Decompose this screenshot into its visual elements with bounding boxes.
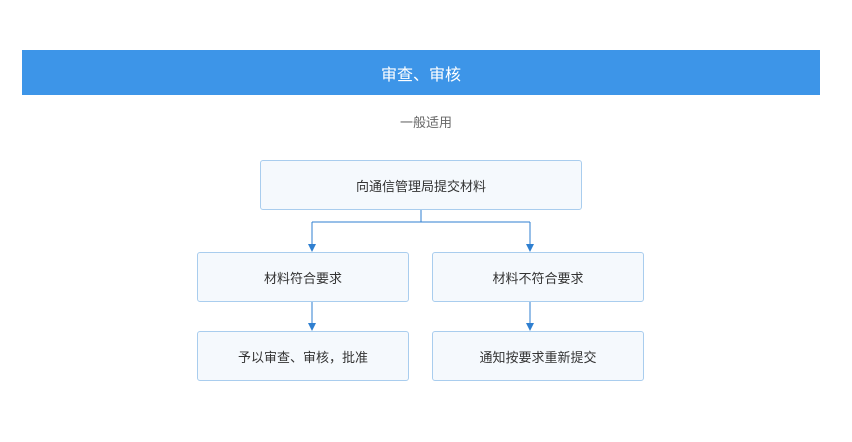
- flow-node-noncompliant: 材料不符合要求: [432, 252, 644, 302]
- flow-node-resubmit: 通知按要求重新提交: [432, 331, 644, 381]
- section-title: 审查、审核: [380, 64, 461, 84]
- flow-node-label: 材料不符合要求: [492, 271, 584, 287]
- flow-node-label: 通知按要求重新提交: [479, 350, 597, 366]
- flow-node-approve: 予以审查、审核，批准: [197, 331, 409, 381]
- section-header: 审查、审核: [22, 50, 820, 95]
- flow-node-label: 材料符合要求: [263, 271, 342, 287]
- flow-node-compliant: 材料符合要求: [197, 252, 409, 302]
- applicability-subtitle: 一般适用: [399, 116, 452, 131]
- flow-node-label: 予以审查、审核，批准: [237, 350, 368, 366]
- flow-node-submit: 向通信管理局提交材料: [260, 160, 582, 210]
- flow-node-label: 向通信管理局提交材料: [355, 179, 486, 195]
